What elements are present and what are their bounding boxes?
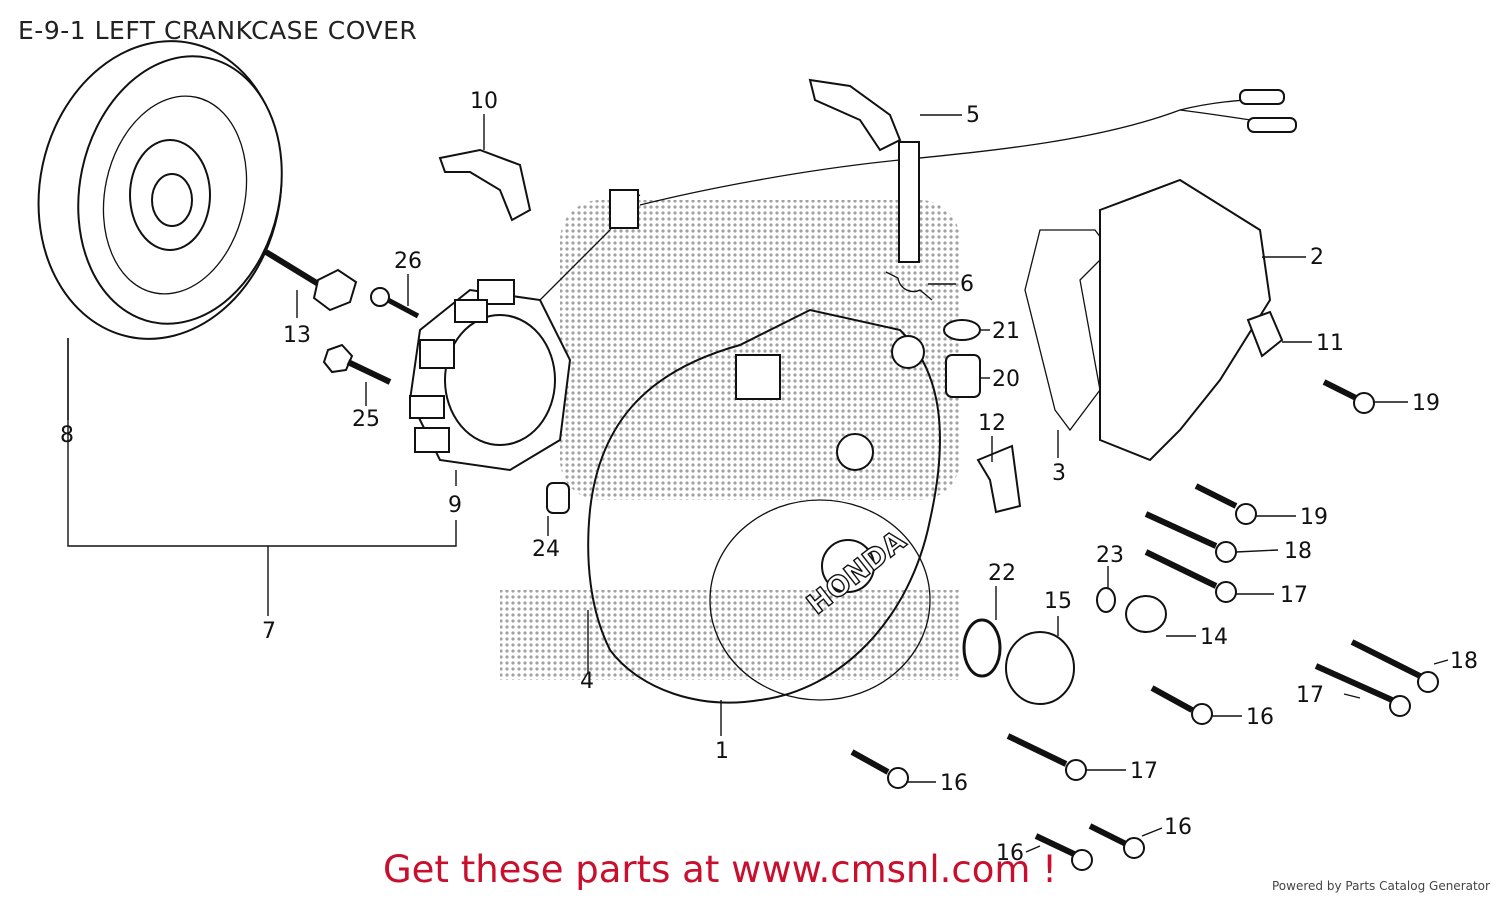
callout-1: 1 [715, 739, 729, 764]
gasket-3 [1024, 229, 1111, 432]
screw-26 [370, 287, 420, 319]
callout-16a: 16 [1246, 705, 1274, 730]
callout-labels: 1 2 3 4 5 6 7 8 9 10 11 12 13 14 15 16 1… [60, 89, 1478, 866]
callout-8: 8 [60, 423, 74, 448]
callout-16c: 16 [1164, 815, 1192, 840]
callout-4: 4 [580, 669, 594, 694]
neutral-switch-wire [609, 78, 1297, 263]
callout-12: 12 [978, 411, 1006, 436]
callout-21: 21 [992, 319, 1020, 344]
stator-assembly [408, 194, 641, 472]
callout-6: 6 [960, 272, 974, 297]
halftone-watermark [500, 200, 960, 680]
leader-lines [67, 114, 1449, 853]
callout-19a: 19 [1412, 391, 1440, 416]
callout-19b: 19 [1300, 505, 1328, 530]
callout-15: 15 [1044, 589, 1072, 614]
callout-25: 25 [352, 407, 380, 432]
clip-10 [438, 148, 532, 222]
footer-credit: Powered by Parts Catalog Generator [1272, 879, 1490, 893]
page-title: E-9-1 LEFT CRANKCASE COVER [18, 16, 418, 45]
sprocket-cover-2 [1099, 178, 1272, 462]
o-ring-22 [962, 618, 1002, 678]
callout-23: 23 [1096, 543, 1124, 568]
bolts-group [850, 379, 1439, 871]
callout-10: 10 [470, 89, 498, 114]
callout-26: 26 [394, 249, 422, 274]
callout-20: 20 [992, 367, 1020, 392]
filter-20 [945, 354, 981, 398]
clamp-11 [1246, 310, 1284, 358]
spring-6 [885, 271, 933, 301]
oil-seal-21 [943, 319, 981, 341]
callout-24: 24 [532, 537, 560, 562]
callout-3: 3 [1052, 461, 1066, 486]
callout-18a: 18 [1284, 539, 1312, 564]
cap-14 [1125, 595, 1167, 633]
promo-link-text[interactable]: Get these parts at www.cmsnl.com ! [383, 848, 1058, 891]
callout-17c: 17 [1130, 759, 1158, 784]
callout-5: 5 [966, 103, 980, 128]
callout-11: 11 [1316, 331, 1344, 356]
clip-12 [976, 444, 1022, 514]
callout-13: 13 [283, 323, 311, 348]
callout-17a: 17 [1280, 583, 1308, 608]
callout-14: 14 [1200, 625, 1228, 650]
o-ring-23 [1096, 587, 1116, 613]
bolt-13 [264, 249, 358, 312]
dowel-pin-24 [546, 482, 570, 514]
callout-22: 22 [988, 561, 1016, 586]
callout-9: 9 [448, 493, 462, 518]
flywheel [37, 40, 283, 340]
callout-17b: 17 [1296, 683, 1324, 708]
cap-15 [1005, 631, 1075, 705]
bolt-25 [322, 343, 392, 385]
callout-18b: 18 [1450, 649, 1478, 674]
callout-16b: 16 [940, 771, 968, 796]
callout-2: 2 [1310, 245, 1324, 270]
callout-16d: 16 [996, 841, 1024, 866]
callout-7: 7 [262, 619, 276, 644]
